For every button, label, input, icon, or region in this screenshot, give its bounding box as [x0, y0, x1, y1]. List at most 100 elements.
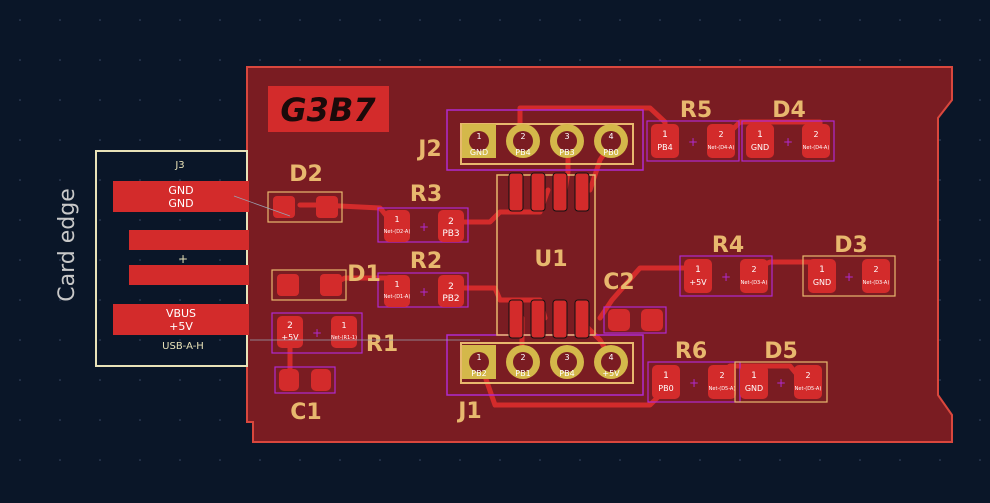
r1-pad2-net: +5V — [281, 333, 299, 342]
d5-pad2-net: Net-(D5-A) — [795, 386, 822, 392]
resistor-r3[interactable]: + 1 Net-(D2-A) 2 PB3 R3 — [377, 182, 469, 243]
u1-ref: U1 — [534, 247, 567, 272]
c1-ref: C1 — [290, 400, 321, 425]
svg-text:+: + — [721, 270, 731, 284]
d3-ref: D3 — [834, 233, 868, 258]
logo-block[interactable] — [268, 86, 389, 132]
connector-pad-dplus[interactable] — [129, 265, 249, 285]
r2-ref: R2 — [410, 249, 442, 274]
u1-pin6 — [552, 172, 568, 212]
c2-ref: C2 — [603, 270, 634, 295]
trace-c2-r4 — [597, 265, 698, 321]
svg-text:+: + — [783, 135, 793, 149]
d4-pad2-net: Net-(D4-A) — [803, 145, 830, 151]
r3-pad2-num: 2 — [448, 217, 454, 227]
j2-pin3-net: PB3 — [559, 148, 574, 157]
connector-ref: J3 — [174, 160, 184, 171]
r1-ref: R1 — [366, 332, 398, 357]
j1-pin1-num: 1 — [476, 353, 481, 362]
led-d1[interactable]: D1 — [271, 262, 381, 301]
r5-pad1-num: 1 — [662, 130, 668, 140]
u1-pin7 — [530, 172, 546, 212]
pad-gnd-label-2: GND — [168, 197, 193, 210]
r4-pad1-net: +5V — [689, 278, 707, 287]
led-d4[interactable]: + 1 GND 2 Net-(D4-A) D4 — [741, 98, 835, 162]
j2-pin1-num: 1 — [476, 132, 481, 141]
u1-pin5 — [574, 172, 590, 212]
r2-pad1-num: 1 — [394, 280, 399, 289]
r5-pad2-num: 2 — [718, 130, 723, 139]
j2-courtyard — [446, 109, 644, 171]
d3-pad1-net: GND — [813, 278, 831, 287]
header-j1[interactable]: 1 PB2 2 PB1 3 PB4 4 +5V J1 — [446, 334, 644, 424]
d4-pad2-num: 2 — [813, 130, 818, 139]
svg-text:+: + — [312, 326, 322, 340]
ic-u1[interactable]: U1 — [496, 172, 596, 339]
capacitor-c1[interactable]: C1 — [274, 366, 336, 425]
j1-pin4-net: +5V — [602, 369, 620, 378]
d4-pad1-num: 1 — [757, 130, 763, 140]
led-d3[interactable]: + 1 GND 2 Net-(D3-A) D3 — [802, 233, 896, 297]
r1-pad1-net: Net-(R1-1) — [331, 335, 357, 341]
resistor-r2[interactable]: + 1 Net-(D1-A) 2 PB2 R2 — [377, 249, 469, 308]
resistor-r6[interactable]: + 1 PB0 2 Net-(D5-A) R6 — [647, 339, 741, 403]
r4-pad1-num: 1 — [695, 265, 701, 275]
d5-pad1-net: GND — [745, 384, 763, 393]
j1-pin3-net: PB4 — [559, 369, 574, 378]
board-logo: G3B7 — [280, 91, 376, 129]
j2-pin4-num: 4 — [608, 132, 613, 141]
pad-vbus-label-1: VBUS — [166, 307, 196, 320]
d1-ref: D1 — [347, 262, 381, 287]
r6-pad2-num: 2 — [719, 371, 724, 380]
u1-silk — [496, 174, 596, 336]
svg-text:+: + — [776, 376, 786, 390]
r5-ref: R5 — [680, 98, 712, 123]
d3-pad1-num: 1 — [819, 265, 825, 275]
r3-ref: R3 — [410, 182, 442, 207]
r6-pad2-net: Net-(D5-A) — [709, 386, 736, 392]
r3-pad1-net: Net-(D2-A) — [384, 229, 411, 235]
connector-pad-vbus[interactable] — [113, 304, 249, 335]
r6-ref: R6 — [675, 339, 707, 364]
resistor-r5[interactable]: + 1 PB4 2 Net-(D4-A) R5 — [646, 98, 740, 162]
j2-pin1-net: GND — [470, 148, 488, 157]
d5-pad1-num: 1 — [751, 371, 757, 381]
j1-pin2-num: 2 — [520, 353, 525, 362]
d3-pad2-num: 2 — [873, 265, 878, 274]
j2-silk — [460, 123, 634, 165]
u1-pin2 — [530, 299, 546, 339]
connector-outline — [95, 150, 248, 367]
d4-pad1-net: GND — [751, 143, 769, 152]
u1-pin8 — [508, 172, 524, 212]
u1-pin4 — [574, 299, 590, 339]
svg-text:+: + — [689, 376, 699, 390]
connector-pad-gnd[interactable] — [113, 181, 249, 212]
j1-silk — [460, 342, 634, 384]
connector-j3[interactable]: J3 USB-A-H GND GND + VBUS +5V Card edge — [55, 150, 249, 367]
j1-pin3-num: 3 — [564, 353, 569, 362]
connector-pad-dminus[interactable] — [129, 230, 249, 250]
card-edge-label: Card edge — [55, 188, 80, 301]
r3-pad2-net: PB3 — [442, 229, 459, 239]
pad-gnd-label-1: GND — [168, 184, 193, 197]
capacitor-c2[interactable]: C2 — [603, 270, 667, 334]
led-d2[interactable]: D2 — [267, 162, 343, 223]
r5-pad1-net: PB4 — [657, 143, 672, 152]
r2-pad1-net: Net-(D1-A) — [384, 294, 411, 300]
u1-pin3 — [552, 299, 568, 339]
svg-text:+: + — [688, 135, 698, 149]
j1-ref: J1 — [456, 399, 482, 424]
svg-text:+: + — [844, 270, 854, 284]
r6-pad1-num: 1 — [663, 371, 669, 381]
j2-pin2-net: PB4 — [515, 148, 530, 157]
j2-pin4-net: PB0 — [603, 148, 618, 157]
j2-pin3-num: 3 — [564, 132, 569, 141]
resistor-r4[interactable]: + 1 +5V 2 Net-(D3-A) R4 — [679, 233, 773, 297]
led-d5[interactable]: + 1 GND 2 Net-(D5-A) D5 — [734, 339, 828, 403]
svg-text:+: + — [419, 285, 429, 299]
d5-ref: D5 — [764, 339, 798, 364]
header-j2[interactable]: 1 GND 2 PB4 3 PB3 4 PB0 J2 — [416, 109, 644, 171]
svg-text:+: + — [419, 220, 429, 234]
